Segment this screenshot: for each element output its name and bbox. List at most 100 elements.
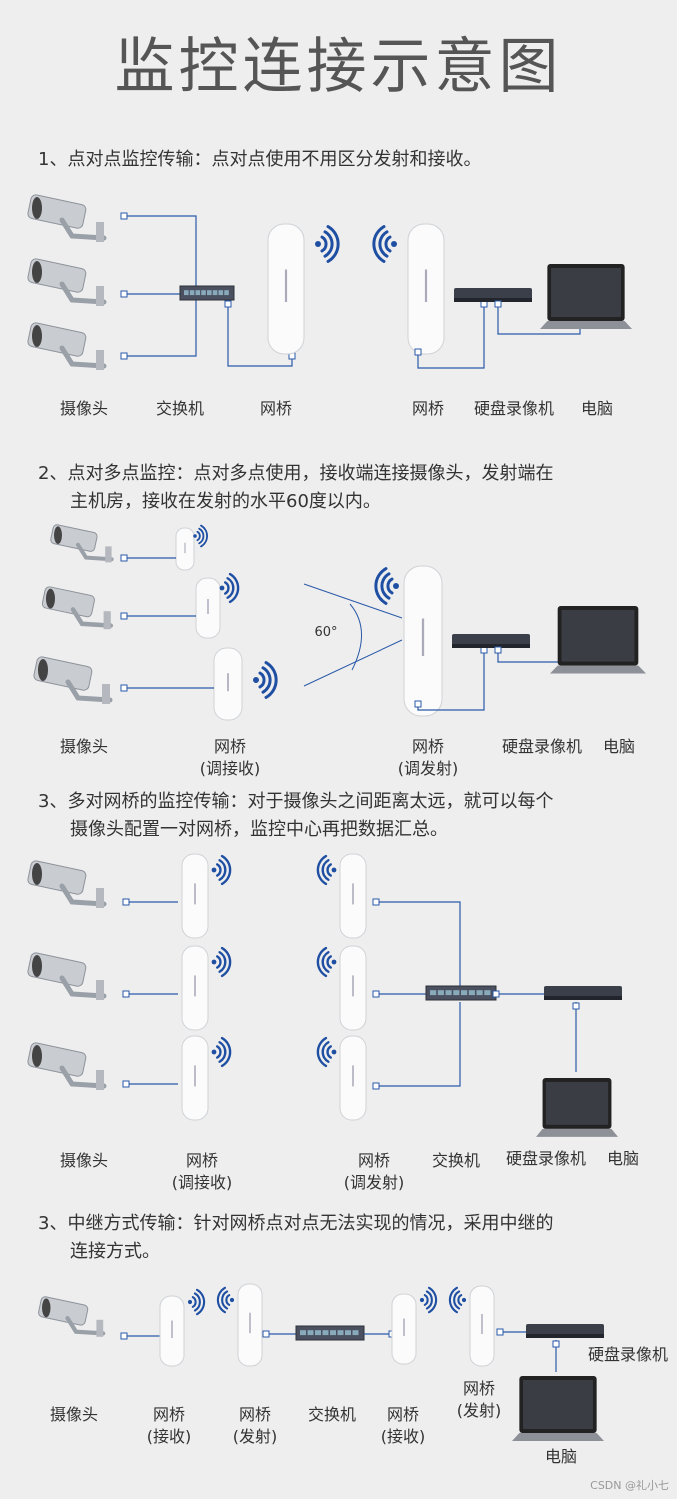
label-pc: 电脑	[580, 399, 613, 418]
port-connector	[120, 212, 128, 220]
cable-line	[124, 215, 197, 288]
label-nvr: 硬盘录像机	[505, 1149, 586, 1168]
angle-ray	[303, 639, 403, 687]
port-connector	[414, 348, 422, 356]
bridge-device-icon	[267, 223, 305, 355]
cable-line	[124, 300, 197, 357]
port-connector	[414, 700, 422, 708]
section-2-heading-cont: 主机房，接收在发射的水平60度以内。	[70, 491, 381, 512]
port-connector	[120, 352, 128, 360]
wireless-signal-icon	[315, 225, 340, 263]
camera-icon	[27, 860, 107, 908]
label-bridge: 网桥	[411, 399, 444, 418]
wireless-signal-icon	[253, 661, 278, 699]
port-connector	[372, 898, 380, 906]
wireless-signal-icon	[216, 1286, 235, 1314]
port-connector	[120, 290, 128, 298]
camera-icon	[50, 524, 114, 563]
port-connector	[224, 300, 232, 308]
label-bridge: 网桥	[259, 399, 292, 418]
port-connector	[372, 990, 380, 998]
port-connector	[572, 1002, 580, 1010]
cable-line	[227, 300, 293, 367]
laptop-icon	[536, 1078, 618, 1137]
wireless-signal-icon	[211, 1036, 232, 1068]
camera-icon	[41, 586, 114, 630]
port-connector	[262, 1330, 270, 1338]
port-connector	[120, 1332, 128, 1340]
port-connector	[552, 1340, 560, 1348]
camera-icon	[27, 322, 107, 370]
port-connector	[494, 646, 502, 654]
wireless-signal-icon	[419, 1286, 438, 1314]
section-4-heading-cont: 连接方式。	[70, 1241, 160, 1262]
bridge-device-icon	[469, 1285, 495, 1367]
bridge-device-icon	[339, 853, 367, 939]
camera-icon	[38, 1296, 106, 1337]
wireless-signal-icon	[316, 946, 337, 978]
wireless-signal-icon	[219, 572, 240, 604]
cable-line	[497, 650, 560, 663]
label-bridge-tx: 网桥 (调发射)	[343, 1151, 405, 1192]
label-bridge-rx: 网桥 (调接收)	[199, 737, 261, 778]
wireless-signal-icon	[211, 946, 232, 978]
label-camera: 摄像头	[59, 737, 108, 756]
switch-device-icon	[295, 1325, 365, 1341]
label-camera: 摄像头	[59, 1151, 108, 1170]
label-pc: 电脑	[606, 1149, 639, 1168]
angle-label: 60°	[314, 625, 338, 640]
label-switch: 交换机	[431, 1151, 480, 1170]
port-connector	[120, 554, 128, 562]
bridge-device-icon	[237, 1283, 263, 1367]
cable-line	[417, 304, 485, 369]
bridge-device-icon	[181, 945, 209, 1031]
label-nvr: 硬盘录像机	[587, 1345, 668, 1364]
wireless-signal-icon	[211, 854, 232, 886]
bridge-device-icon	[339, 1035, 367, 1121]
bridge-device-icon	[213, 647, 243, 721]
bridge-device-icon	[403, 565, 443, 717]
label-bridge-rx: 网桥 (调接收)	[171, 1151, 233, 1192]
page-title: 监控连接示意图	[114, 32, 563, 102]
bridge-device-icon	[181, 853, 209, 939]
label-camera: 摄像头	[49, 1405, 98, 1424]
angle-arc	[349, 603, 362, 671]
port-connector	[122, 1080, 130, 1088]
label-camera: 摄像头	[59, 399, 108, 418]
port-connector	[372, 1082, 380, 1090]
laptop-icon	[550, 606, 646, 674]
label-bridge-send: 网桥 (发射)	[456, 1379, 502, 1420]
wireless-signal-icon	[372, 225, 397, 263]
nvr-device-icon	[452, 634, 530, 648]
section-4-heading: 3、中继方式传输：针对网桥点对点无法实现的情况，采用中继的	[38, 1213, 554, 1234]
port-connector	[494, 300, 502, 308]
laptop-icon	[540, 264, 632, 330]
port-connector	[120, 612, 128, 620]
bridge-device-icon	[407, 223, 445, 355]
label-bridge-recv: 网桥 (接收)	[380, 1405, 426, 1446]
switch-device-icon	[179, 285, 235, 301]
camera-icon	[27, 194, 107, 242]
label-pc: 电脑	[602, 737, 635, 756]
label-bridge-send: 网桥 (发射)	[232, 1405, 278, 1446]
nvr-device-icon	[454, 288, 532, 302]
camera-icon	[33, 656, 113, 704]
nvr-device-icon	[526, 1324, 604, 1338]
bridge-device-icon	[181, 1035, 209, 1121]
wireless-signal-icon	[316, 854, 337, 886]
label-nvr: 硬盘录像机	[473, 399, 554, 418]
cable-line	[376, 901, 461, 986]
switch-device-icon	[425, 985, 497, 1001]
cable-line	[376, 1002, 461, 1087]
label-switch: 交换机	[155, 399, 204, 418]
wireless-signal-icon	[193, 524, 208, 548]
wireless-signal-icon	[448, 1286, 467, 1314]
laptop-icon	[512, 1376, 604, 1442]
port-connector	[120, 684, 128, 692]
camera-icon	[27, 952, 107, 1000]
nvr-device-icon	[544, 986, 622, 1000]
watermark: CSDN @礼小七	[590, 1479, 669, 1492]
section-3-heading: 3、多对网桥的监控传输：对于摄像头之间距离太远，就可以每个	[38, 791, 554, 812]
section-3-heading-cont: 摄像头配置一对网桥，监控中心再把数据汇总。	[70, 819, 448, 840]
